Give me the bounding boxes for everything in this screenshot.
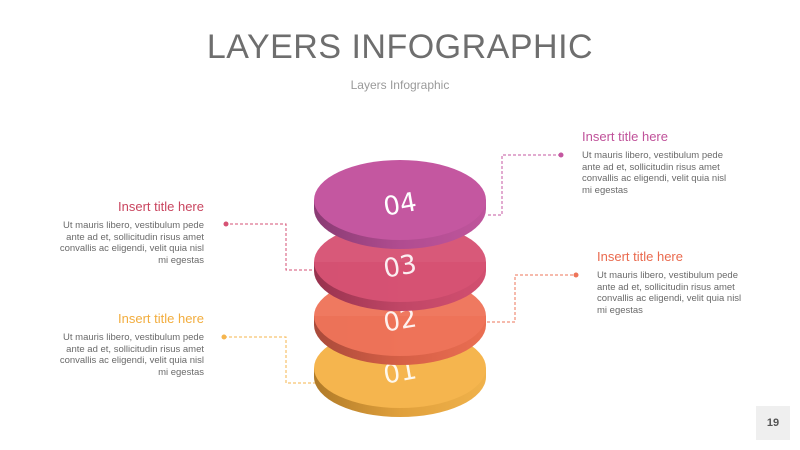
callout-lower-left: Insert title here Ut mauris libero, vest… xyxy=(54,311,204,378)
connector-dot-lower-left xyxy=(221,334,227,340)
callout-body: Ut mauris libero, vestibulum pede ante a… xyxy=(59,332,204,378)
layer-3-label: 03 xyxy=(381,249,419,284)
layer-4: 04 xyxy=(314,160,486,249)
callout-upper-left: Insert title here Ut mauris libero, vest… xyxy=(54,199,204,266)
connector-dot-lower-right xyxy=(573,272,579,278)
callout-title: Insert title here xyxy=(582,129,668,144)
callout-body: Ut mauris libero, vestibulum pede ante a… xyxy=(59,220,204,266)
page-subtitle: Layers Infographic xyxy=(350,78,450,92)
callout-body: Ut mauris libero, vestibulum pede ante a… xyxy=(582,150,727,196)
callout-top-right: Insert title here Ut mauris libero, vest… xyxy=(582,129,732,196)
callout-lower-right: Insert title here Ut mauris libero, vest… xyxy=(597,249,747,316)
page-number: 19 xyxy=(756,406,790,440)
callout-body: Ut mauris libero, vestibulum pede ante a… xyxy=(597,270,742,316)
callout-title: Insert title here xyxy=(118,311,204,326)
connector-dot-upper-left xyxy=(223,221,229,227)
page-title: LAYERS INFOGRAPHIC xyxy=(206,28,594,66)
callout-title: Insert title here xyxy=(118,199,204,214)
connector-upper-left xyxy=(226,223,317,271)
connector-top-right xyxy=(488,154,561,216)
connector-lower-left xyxy=(224,336,316,384)
callout-title: Insert title here xyxy=(597,249,683,264)
layer-4-label: 04 xyxy=(381,187,419,222)
connector-dot-top-right xyxy=(558,152,564,158)
connector-lower-right xyxy=(487,274,576,323)
